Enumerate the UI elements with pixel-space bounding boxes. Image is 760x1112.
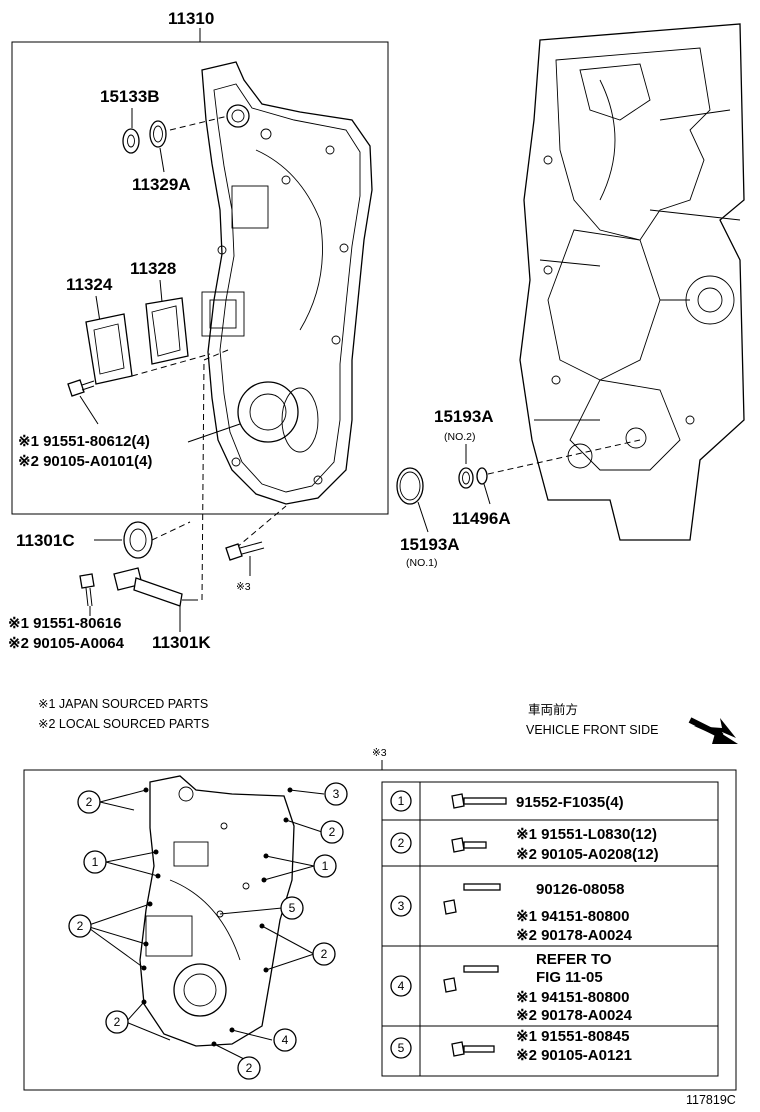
svg-text:2: 2: [329, 825, 336, 839]
svg-text:FIG 11-05: FIG 11-05: [536, 969, 603, 986]
svg-text:90126-08058: 90126-08058: [536, 881, 624, 898]
part-11324: 11324: [66, 275, 133, 385]
svg-text:REFER TO: REFER TO: [536, 951, 612, 968]
svg-text:2: 2: [77, 919, 84, 933]
bolt-91551-80616: ※1 91551-80616 ※2 90105-A0064: [8, 573, 125, 652]
svg-text:※1 94151-80800: ※1 94151-80800: [516, 908, 630, 925]
figure-id: 117819C: [686, 1093, 736, 1107]
table-row: 2 ※1 91551-L0830(12) ※2 90105-A0208(12): [390, 826, 659, 863]
svg-text:※2 90178-A0024: ※2 90178-A0024: [516, 927, 633, 944]
svg-text:※1 94151-80800: ※1 94151-80800: [516, 989, 630, 1006]
notes: ※1 JAPAN SOURCED PARTS ※2 LOCAL SOURCED …: [38, 697, 738, 744]
part-11329A: 11329A: [132, 120, 191, 194]
svg-text:91552-F1035(4): 91552-F1035(4): [516, 794, 624, 811]
svg-text:※2 90105-A0121: ※2 90105-A0121: [516, 1047, 632, 1064]
svg-text:※3: ※3: [372, 747, 387, 759]
svg-text:1: 1: [92, 855, 99, 869]
svg-text:(NO.2): (NO.2): [444, 431, 476, 443]
svg-text:4: 4: [398, 979, 405, 993]
part-11328: 11328: [130, 259, 189, 365]
svg-text:11301C: 11301C: [16, 531, 75, 550]
svg-text:※2 90105-A0101(4): ※2 90105-A0101(4): [18, 453, 152, 470]
svg-text:※2 90105-A0064: ※2 90105-A0064: [8, 635, 125, 652]
vehicle-front-en: VEHICLE FRONT SIDE: [526, 723, 658, 737]
svg-text:※1 91551-L0830(12): ※1 91551-L0830(12): [516, 826, 657, 843]
part-15133B: 15133B: [100, 87, 160, 154]
part-11301K: 11301K: [113, 567, 211, 652]
front-arrow-icon: [694, 718, 736, 740]
svg-text:11329A: 11329A: [132, 175, 191, 194]
svg-text:※2 90105-A0208(12): ※2 90105-A0208(12): [516, 846, 659, 863]
svg-text:3: 3: [333, 787, 340, 801]
svg-text:3: 3: [398, 899, 405, 913]
note-japan-sourced: ※1 JAPAN SOURCED PARTS: [38, 697, 208, 711]
table-row: 3 90126-08058 ※1 94151-80800 ※2 90178-A0…: [390, 881, 633, 944]
part-15193A-no1: 15193A (NO.1): [396, 467, 460, 569]
timing-chain-cover: [201, 61, 373, 505]
svg-text:15193A: 15193A: [434, 407, 494, 426]
svg-text:※1 91551-80616: ※1 91551-80616: [8, 615, 122, 632]
svg-text:4: 4: [282, 1033, 289, 1047]
part-15193A-no2: 15193A (NO.2): [434, 407, 494, 489]
svg-text:2: 2: [86, 795, 93, 809]
svg-text:※2 90178-A0024: ※2 90178-A0024: [516, 1007, 633, 1024]
bolt-91551-80612: ※1 91551-80612(4) ※2 90105-A0101(4): [18, 379, 241, 470]
callout-circles: 2 3 2 1 1 2 5 2 4 2 2: [68, 782, 348, 1080]
svg-text:11496A: 11496A: [452, 509, 511, 528]
detail-frame: [23, 769, 737, 1091]
vehicle-front-jp: 車両前方: [528, 702, 578, 717]
table-row: 1 91552-F1035(4): [390, 790, 624, 812]
label-11310: 11310: [168, 9, 214, 28]
svg-text:15193A: 15193A: [400, 535, 460, 554]
svg-text:15133B: 15133B: [100, 87, 160, 106]
svg-text:※1 91551-80845: ※1 91551-80845: [516, 1028, 630, 1045]
svg-text:11328: 11328: [130, 259, 176, 278]
svg-text:※3: ※3: [236, 581, 251, 593]
svg-text:2: 2: [321, 947, 328, 961]
bolt-ref-3: ※3: [225, 541, 265, 593]
detail-cover: [139, 775, 295, 1047]
part-11496A: 11496A: [452, 467, 511, 528]
detail-box: ※3: [23, 747, 737, 1091]
svg-text:※1 91551-80612(4): ※1 91551-80612(4): [18, 433, 150, 450]
part-11301C: 11301C: [16, 521, 191, 559]
table-row: 5 ※1 91551-80845 ※2 90105-A0121: [390, 1028, 632, 1064]
svg-text:11324: 11324: [66, 275, 113, 294]
assembly-frame: [11, 41, 389, 515]
engine-block: [519, 23, 745, 541]
main-assembly: 11310 15133B: [11, 9, 389, 515]
svg-text:11301K: 11301K: [152, 633, 211, 652]
svg-text:(NO.1): (NO.1): [406, 557, 438, 569]
svg-text:5: 5: [289, 901, 296, 915]
svg-text:2: 2: [114, 1015, 121, 1029]
bolt-table: 1 91552-F1035(4) 2 ※1 91551-L0830(12) ※2…: [381, 781, 719, 1077]
svg-text:1: 1: [398, 794, 405, 808]
svg-text:2: 2: [398, 836, 405, 850]
svg-text:1: 1: [322, 859, 329, 873]
note-local-sourced: ※2 LOCAL SOURCED PARTS: [38, 717, 209, 731]
svg-text:2: 2: [246, 1061, 253, 1075]
svg-text:5: 5: [398, 1041, 405, 1055]
table-row: 4 REFER TO FIG 11-05 ※1 94151-80800 ※2 9…: [390, 951, 633, 1024]
